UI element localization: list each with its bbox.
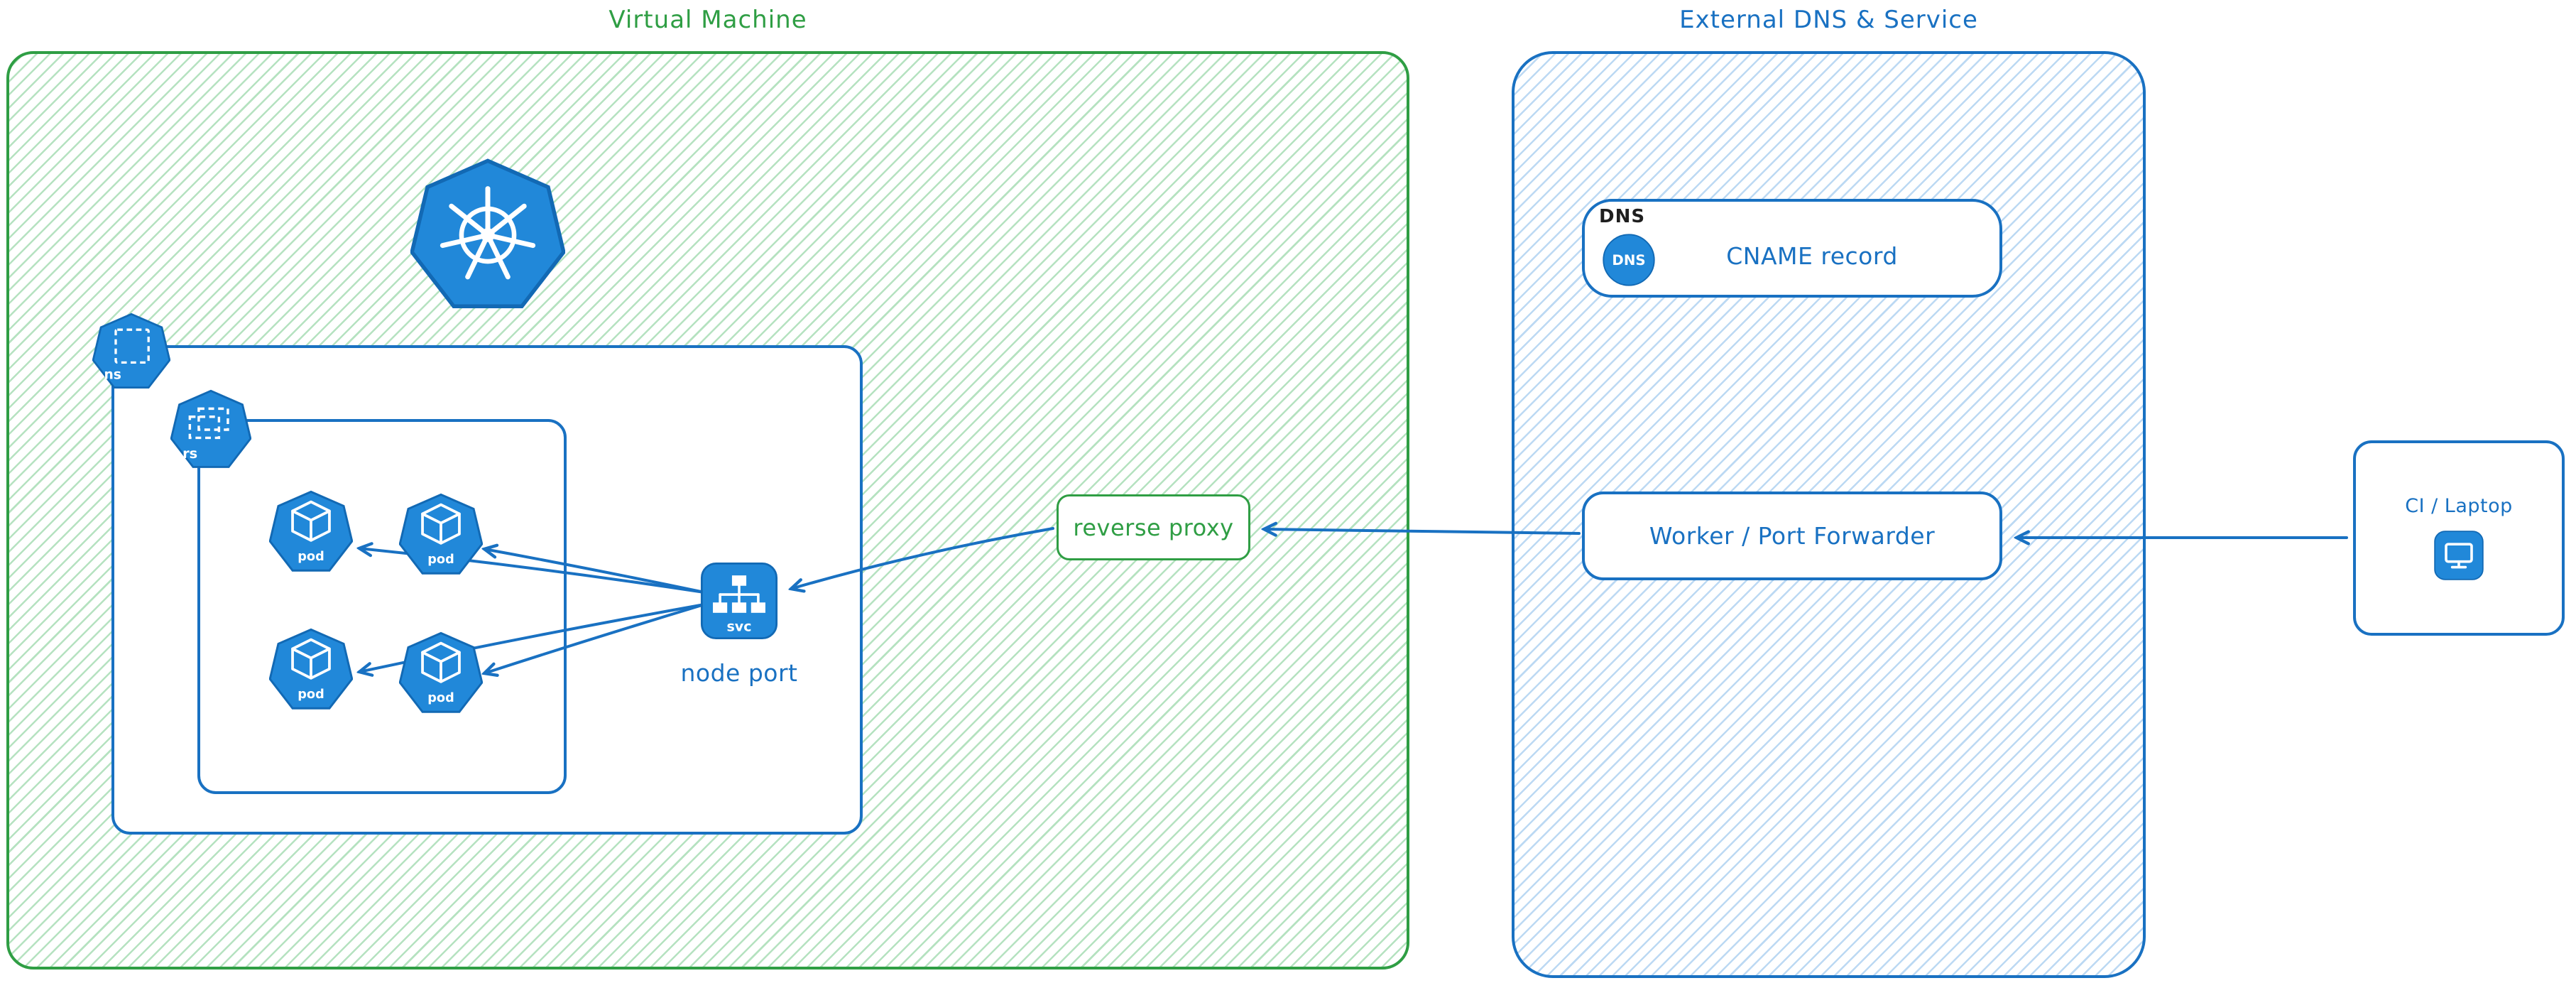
replicaset-box (197, 419, 567, 794)
service-icon-label: svc (726, 619, 751, 635)
pod-icon-label: pod (298, 688, 324, 702)
pod-icon: pod (399, 631, 483, 713)
pod-icon: pod (399, 493, 483, 575)
namespace-icon-label: ns (104, 368, 121, 383)
laptop-icon (2434, 531, 2484, 580)
namespace-icon: ns (92, 313, 170, 389)
ci-laptop-label: CI / Laptop (2405, 495, 2513, 517)
virtual-machine-title: Virtual Machine (608, 6, 807, 34)
reverse-proxy-box: reverse proxy (1057, 494, 1250, 560)
pod-icon: pod (269, 628, 353, 710)
dns-icon: DNS (1603, 234, 1655, 286)
external-dns-title: External DNS & Service (1679, 6, 1978, 34)
cname-record-label: CNAME record (1726, 242, 1898, 270)
replicaset-icon-label: rs (182, 445, 197, 462)
worker-label: Worker / Port Forwarder (1649, 522, 1936, 550)
pod-icon-label: pod (298, 550, 324, 564)
node-port-label: node port (680, 659, 798, 687)
dns-icon-label: DNS (1612, 252, 1645, 268)
pod-icon-label: pod (427, 691, 454, 705)
reverse-proxy-label: reverse proxy (1073, 514, 1234, 541)
worker-box: Worker / Port Forwarder (1582, 492, 2002, 580)
kubernetes-logo-icon (410, 158, 565, 309)
replicaset-icon: rs (170, 389, 251, 468)
dns-tag-label: DNS (1599, 206, 1646, 227)
pod-icon-label: pod (427, 553, 454, 567)
ci-laptop-box: CI / Laptop (2353, 440, 2565, 636)
pod-icon: pod (269, 490, 353, 572)
service-icon: svc (700, 562, 778, 640)
